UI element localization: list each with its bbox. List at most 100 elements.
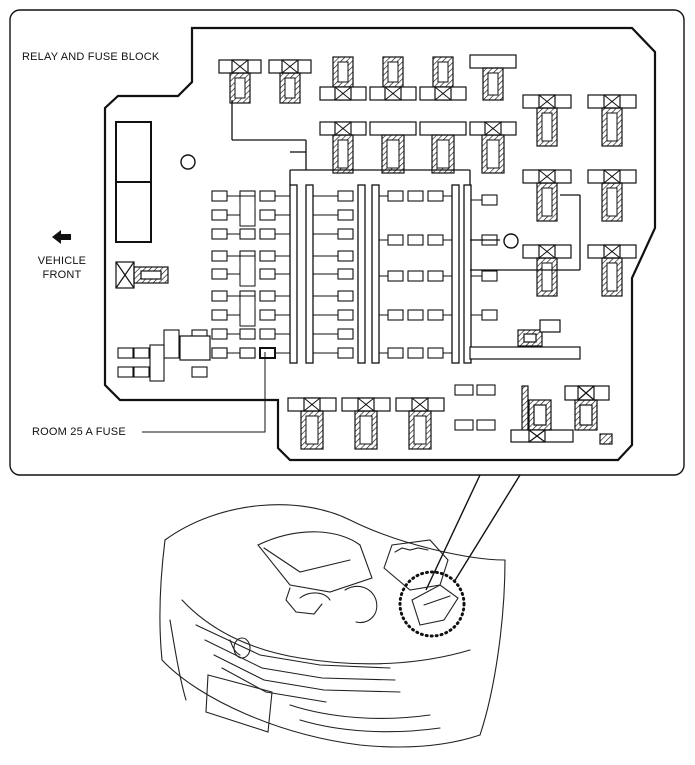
mini-fuse: [407, 190, 424, 202]
block-title: RELAY AND FUSE BLOCK: [22, 51, 160, 63]
mini-fuse: [337, 347, 354, 359]
mini-fuse: [407, 347, 424, 359]
mini-fuse: [427, 234, 444, 246]
vehicle-front-line1: VEHICLE: [37, 255, 87, 267]
fuse-strips: [179, 319, 581, 361]
mini-fuse: [387, 270, 404, 282]
mini-fuse: [239, 347, 256, 359]
mini-fuse: [337, 309, 354, 321]
mini-fuse: [387, 347, 404, 359]
mounting-holes: [180, 154, 519, 249]
mini-fuse: [211, 268, 228, 280]
mini-fuse: [211, 190, 228, 202]
mini-fuse: [163, 329, 180, 359]
mini-fuse: [387, 234, 404, 246]
mini-fuse: [259, 190, 276, 202]
relay: [287, 397, 337, 450]
mini-fuse: [259, 290, 276, 302]
relay: [369, 121, 417, 174]
bottom-right-relays: [510, 385, 613, 445]
fuse-link: [239, 295, 256, 327]
mini-fuse: [427, 309, 444, 321]
relay: [522, 169, 572, 222]
mini-fuse: [259, 209, 276, 221]
mini-fuse: [211, 290, 228, 302]
mini-fuse: [337, 290, 354, 302]
mini-fuse: [387, 309, 404, 321]
mini-fuse: [211, 228, 228, 240]
mini-fuse: [407, 270, 424, 282]
mini-fuse: [117, 347, 134, 359]
relay-group: [218, 54, 637, 450]
mini-fuse: [427, 190, 444, 202]
mini-fuse: [337, 328, 354, 340]
fuse-holder: [149, 344, 165, 382]
relay: [218, 59, 262, 104]
mini-fuse: [454, 419, 474, 431]
mini-fuse: [259, 268, 276, 280]
mini-fuse: [211, 209, 228, 221]
relay: [522, 94, 572, 147]
side-fuse: [115, 261, 169, 289]
vehicle-front-line2: FRONT: [42, 269, 82, 281]
relay: [268, 59, 312, 104]
mini-fuse: [133, 347, 150, 359]
large-relay: [115, 121, 152, 243]
fuse-link: [239, 195, 256, 227]
mini-fuse: [481, 270, 498, 282]
mini-fuse: [427, 347, 444, 359]
mini-fuse: [259, 328, 276, 340]
mini-fuse: [211, 309, 228, 321]
mini-fuse: [239, 328, 256, 340]
block-outline: [103, 26, 657, 462]
relay-inverted: [319, 56, 367, 101]
mini-fuse: [259, 309, 276, 321]
mini-fuse-group: [117, 190, 498, 431]
mini-fuse: [337, 190, 354, 202]
mini-fuse: [481, 194, 498, 206]
mini-fuse: [211, 250, 228, 262]
mini-fuse: [259, 228, 276, 240]
mini-fuse: [211, 328, 228, 340]
mini-fuse: [239, 228, 256, 240]
mini-fuse: [407, 309, 424, 321]
mini-fuse: [133, 366, 150, 378]
vehicle-front-label: VEHICLE FRONT: [34, 254, 90, 282]
callout-leader: [142, 352, 266, 433]
callout-frame: [9, 9, 685, 591]
mini-fuse: [427, 270, 444, 282]
mini-fuse: [476, 419, 496, 431]
bus-bars: [231, 100, 581, 364]
relay: [587, 169, 637, 222]
mini-fuse: [476, 384, 496, 396]
relay: [522, 244, 572, 297]
relay: [319, 121, 367, 174]
relay: [587, 94, 637, 147]
dotted-circle-icon: [398, 570, 466, 638]
mini-fuse: [337, 250, 354, 262]
mini-fuse: [387, 190, 404, 202]
mini-fuse: [211, 347, 228, 359]
mini-fuse: [337, 209, 354, 221]
mini-fuse: [117, 366, 134, 378]
relay: [469, 121, 517, 174]
left-arrow-icon: [52, 230, 71, 244]
relay: [587, 244, 637, 297]
relay-inverted: [369, 56, 417, 101]
fuse-link: [239, 255, 256, 287]
car-illustration: [159, 504, 506, 748]
room-25a-fuse: [259, 347, 276, 359]
mini-fuse: [259, 250, 276, 262]
mini-fuse: [191, 366, 208, 378]
relay: [341, 397, 391, 450]
room-fuse-callout: ROOM 25 A FUSE: [32, 426, 126, 438]
mini-fuse: [407, 234, 424, 246]
relay: [395, 397, 445, 450]
mini-fuse: [481, 309, 498, 321]
relay: [419, 121, 467, 174]
mini-fuse: [454, 384, 474, 396]
mini-fuse: [337, 268, 354, 280]
relay: [469, 54, 517, 101]
mini-fuse: [337, 228, 354, 240]
